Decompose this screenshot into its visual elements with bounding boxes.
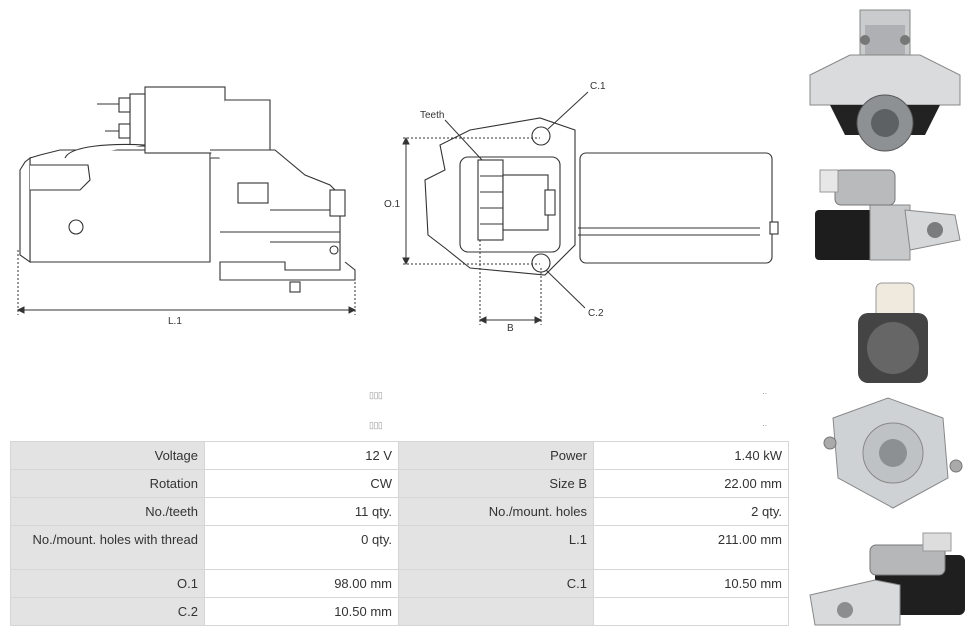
table-row: O.1 98.00 mm C.1 10.50 mm — [10, 569, 789, 598]
spec-label: No./mount. holes — [398, 497, 594, 526]
spec-value: 10.50 mm — [204, 597, 399, 626]
dimension-l1 — [16, 250, 357, 315]
spec-value: 98.00 mm — [204, 569, 399, 598]
table-row: Rotation CW Size B 22.00 mm — [10, 469, 789, 498]
spec-value: 22.00 mm — [593, 469, 789, 498]
spec-value: CW — [204, 469, 399, 498]
spec-label: Rotation — [10, 469, 205, 498]
teeth-label: Teeth — [420, 110, 444, 121]
table-row: C.2 10.50 mm — [10, 597, 789, 626]
spec-value: 11 qty. — [204, 497, 399, 526]
spec-label: O.1 — [10, 569, 205, 598]
spec-value: 211.00 mm — [593, 525, 789, 570]
spec-label: Power — [398, 441, 594, 470]
spec-value: 1.40 kW — [593, 441, 789, 470]
faint-mark: ·· — [762, 420, 768, 430]
spec-value: 2 qty. — [593, 497, 789, 526]
table-row: No./mount. holes with thread 0 qty. L.1 … — [10, 525, 789, 570]
faint-mark: ·· — [762, 388, 768, 398]
spec-label: Size B — [398, 469, 594, 498]
photo-top-view — [809, 9, 961, 152]
o1-label: O.1 — [384, 199, 401, 210]
front-view-diagram — [424, 117, 779, 276]
table-row: Voltage 12 V Power 1.40 kW — [10, 441, 789, 470]
spec-value: 0 qty. — [204, 525, 399, 570]
photo-front-view — [823, 282, 963, 509]
photo-side-view — [815, 169, 961, 261]
spec-label: L.1 — [398, 525, 594, 570]
spec-label: Voltage — [10, 441, 205, 470]
spec-label: C.2 — [10, 597, 205, 626]
faint-mark: ▯▯▯ — [369, 390, 383, 400]
spec-table: Voltage 12 V Power 1.40 kW Rotation CW S… — [10, 441, 789, 626]
side-view-diagram — [19, 86, 356, 293]
technical-drawings: L.1 C.1 C.2 Teeth O.1 B — [16, 81, 779, 334]
spec-label: No./mount. holes with thread — [10, 525, 205, 570]
spec-label: C.1 — [398, 569, 594, 598]
table-row: No./teeth 11 qty. No./mount. holes 2 qty… — [10, 497, 789, 526]
faint-mark: ▯▯▯ — [369, 420, 383, 430]
spec-value: 12 V — [204, 441, 399, 470]
spec-label — [398, 597, 594, 626]
c2-label: C.2 — [588, 308, 604, 319]
c1-label: C.1 — [590, 81, 606, 92]
spec-value: 10.50 mm — [593, 569, 789, 598]
front-view-dimensions — [402, 91, 589, 325]
photo-angled-view — [809, 532, 965, 626]
spec-label: No./teeth — [10, 497, 205, 526]
b-label: B — [507, 323, 514, 334]
spec-value — [593, 597, 789, 626]
l1-label: L.1 — [168, 316, 182, 327]
